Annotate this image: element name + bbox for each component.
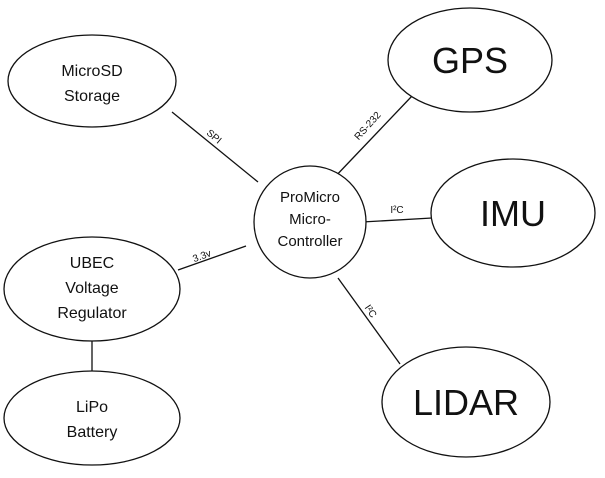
node-ubec-line-3: Regulator — [57, 305, 127, 322]
node-gps-label: GPS — [432, 40, 508, 81]
node-imu: IMU — [430, 158, 596, 268]
node-mcu-line-1: ProMicro — [280, 189, 340, 206]
node-microsd-line-2: Storage — [64, 88, 120, 105]
node-ubec: UBEC Voltage Regulator — [3, 236, 181, 342]
node-lipo-line-1: LiPo — [76, 399, 108, 416]
edge-label-spi: SPI — [204, 128, 223, 147]
edge-label-i2c-imu: I²C — [390, 205, 403, 216]
node-gps: GPS — [387, 7, 553, 113]
edge-lidar-mcu — [337, 277, 401, 365]
edge-imu-mcu — [361, 217, 433, 223]
node-imu-label: IMU — [480, 193, 546, 234]
node-ubec-line-1: UBEC — [70, 255, 114, 272]
node-lidar: LIDAR — [381, 346, 551, 458]
edge-gps-mcu — [331, 95, 413, 181]
edge-label-3v3: 3.3v — [191, 248, 213, 265]
node-microsd: MicroSD Storage — [7, 34, 177, 128]
node-mcu-line-3: Controller — [277, 233, 342, 250]
node-mcu-line-2: Micro- — [289, 211, 331, 228]
node-lipo-line-2: Battery — [67, 424, 118, 441]
node-lipo: LiPo Battery — [3, 370, 181, 466]
node-lidar-label: LIDAR — [413, 382, 519, 423]
edge-microsd-mcu — [171, 111, 259, 183]
node-mcu: ProMicro Micro- Controller — [253, 165, 367, 279]
node-microsd-line-1: MicroSD — [61, 63, 122, 80]
edge-label-rs232: RS-232 — [353, 110, 384, 143]
node-ubec-line-2: Voltage — [65, 280, 118, 297]
edge-ubec-mcu — [177, 245, 247, 271]
edge-label-i2c-lidar: I²C — [362, 303, 379, 320]
